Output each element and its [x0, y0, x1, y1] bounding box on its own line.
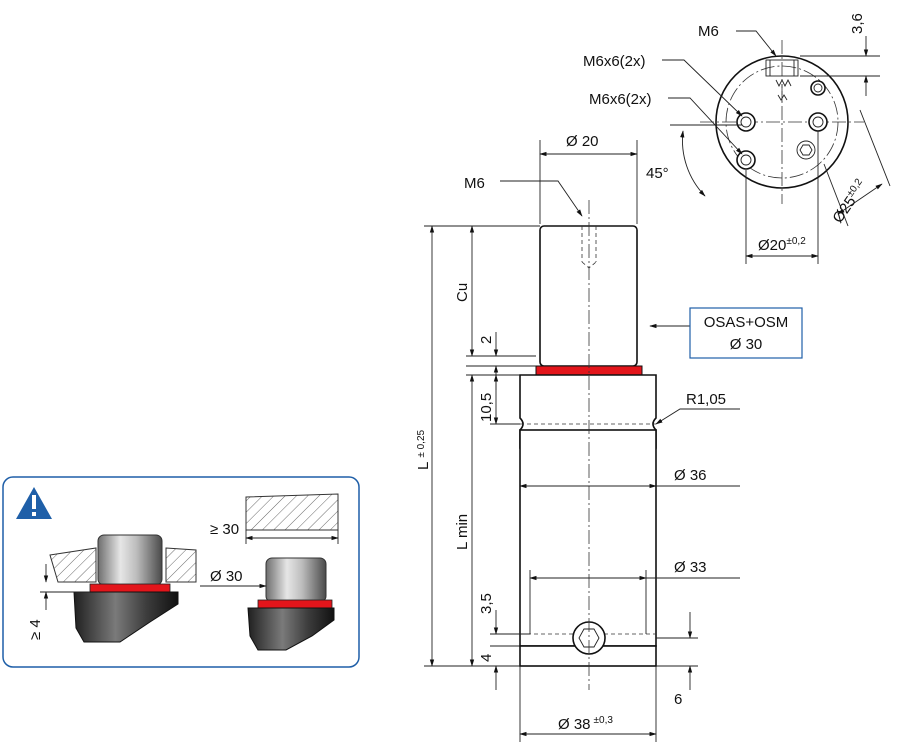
svg-text:L± 0,25: L ± 0,25 — [415, 429, 432, 470]
hole-top-left — [736, 112, 756, 132]
min-30-label: ≥ 30 — [210, 521, 239, 538]
hole-bottom-left — [736, 150, 756, 170]
top-dia-tolerance: ±0,2 — [786, 236, 806, 247]
lmin-label: L min — [454, 514, 471, 550]
right-seal — [257, 599, 333, 609]
L-label: L — [415, 462, 432, 470]
dim-6-label: 6 — [674, 691, 682, 708]
gap-2-label: 2 — [478, 336, 495, 344]
left-body — [73, 591, 179, 643]
base-dia-label: Ø 38 — [558, 716, 591, 733]
depth-label: 3,6 — [849, 13, 866, 34]
top-dia-label: Ø20 — [758, 237, 786, 254]
callout-box — [689, 307, 803, 359]
collar-105-label: 10,5 — [478, 393, 495, 422]
L-tolerance: ± 0,25 — [416, 429, 427, 457]
right-rod — [265, 557, 327, 603]
svg-text:Ø 38±0,3: Ø 38±0,3 — [558, 715, 613, 733]
right-body — [247, 607, 335, 651]
left-workpiece — [49, 547, 97, 583]
warning-box: ≥ 4 ≥ 30 Ø 30 — [2, 476, 360, 668]
right-workpiece — [245, 493, 339, 531]
inner-dia-label: Ø 33 — [674, 559, 707, 576]
piston-rod — [539, 225, 638, 367]
dia-30-label: Ø 30 — [210, 568, 243, 585]
cylinder-body — [519, 429, 657, 647]
cu-label: Cu — [454, 283, 471, 302]
rod-dia-label: Ø 20 — [566, 133, 599, 150]
base-dia-tolerance: ±0,3 — [594, 715, 614, 726]
hole-label-1: M6x6(2x) — [583, 53, 646, 70]
radius-label: R1,05 — [686, 391, 726, 408]
hole-upper-right — [810, 80, 826, 96]
hole-label-2: M6x6(2x) — [589, 91, 652, 108]
top-thread-pocket — [765, 59, 799, 77]
pcd-tolerance: ±0,2 — [845, 176, 865, 199]
warning-icon — [16, 487, 52, 519]
body-dia-label: Ø 36 — [674, 467, 707, 484]
callout-line2: Ø 30 — [730, 336, 763, 353]
svg-text:Ø25±0,2: Ø25±0,2 — [829, 176, 871, 226]
min-4-label: ≥ 4 — [27, 619, 44, 640]
top-view: M6 M6x6(2x) M6x6(2x) 45° 3,6 Ø25±0,2 Ø20… — [583, 13, 891, 264]
left-rod — [97, 534, 163, 586]
dim-35-label: 3,5 — [478, 593, 495, 614]
hole-top-right — [808, 112, 828, 132]
callout-line1: OSAS+OSM — [704, 314, 789, 331]
angle-label: 45° — [646, 165, 669, 182]
rod-thread-label: M6 — [464, 175, 485, 192]
dim-4-label: 4 — [478, 654, 495, 662]
left-seal — [89, 583, 171, 593]
pcd-label: Ø25 — [829, 193, 859, 226]
side-view: Ø 20 M6 L ± 0,25 Cu 2 L min 10,5 R1,05 — [415, 133, 803, 742]
svg-text:Ø20±0,2: Ø20±0,2 — [758, 236, 806, 254]
hex-socket-icon — [796, 140, 816, 160]
top-thread-label: M6 — [698, 23, 719, 40]
